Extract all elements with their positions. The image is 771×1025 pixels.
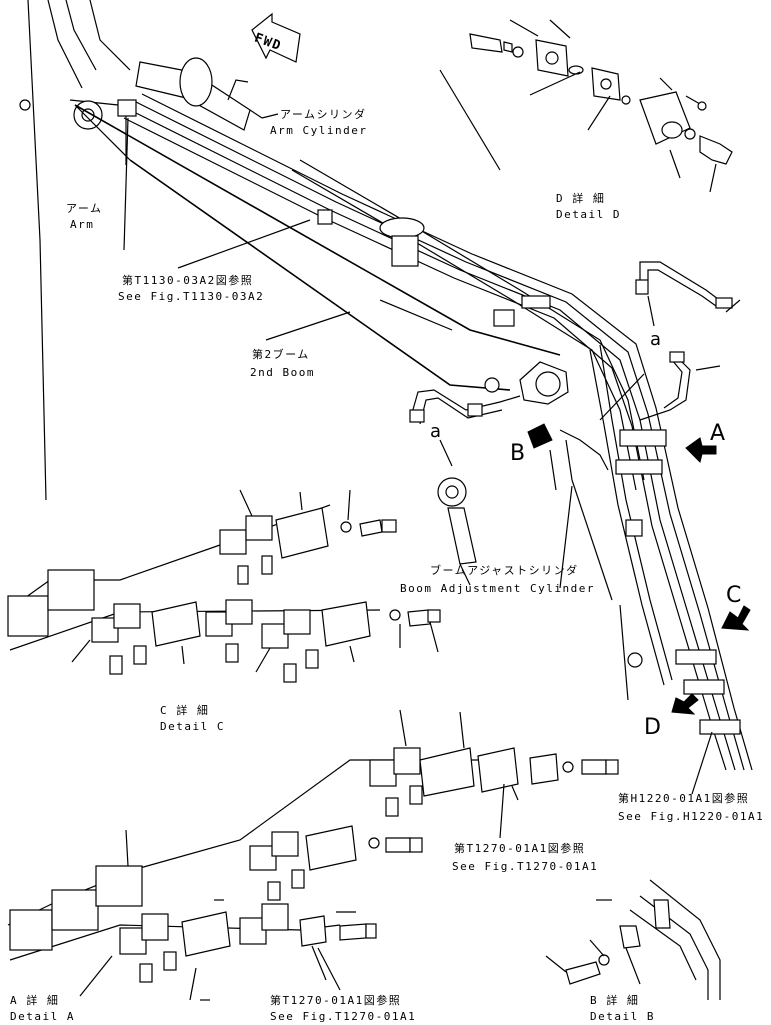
connector-a-upper: [635, 261, 733, 421]
arm-label-jp: アーム: [66, 202, 103, 215]
ref-h1220-label-en: See Fig.H1220-01A1: [618, 810, 765, 823]
detail-d-label-jp: D 詳 細: [556, 192, 606, 205]
ref-t1270b-label-en: See Fig.T1270-01A1: [270, 1010, 417, 1023]
arrow-d-icon: [671, 693, 699, 715]
fwd-arrow-icon: [251, 12, 301, 63]
boom-adjustment-cylinder: [409, 389, 521, 586]
detail-c-label-en: Detail C: [160, 720, 225, 733]
ref-t1270-label-en: See Fig.T1270-01A1: [452, 860, 599, 873]
second-boom-label-jp: 第2ブーム: [252, 348, 310, 361]
boom-adjustment-label-en: Boom Adjustment Cylinder: [400, 582, 595, 595]
view-d-label: D: [644, 715, 661, 740]
arm-outline: [19, 0, 131, 501]
detail-d-label-en: Detail D: [556, 208, 621, 221]
arrow-c-icon: [721, 605, 751, 631]
detail-d-parts: [469, 19, 733, 193]
arrow-b-icon: [527, 423, 553, 449]
view-b-bracket: [549, 429, 629, 701]
ref-t1270-label-jp: 第T1270-01A1図参照: [454, 842, 586, 855]
hose-bundle: [123, 69, 753, 771]
second-boom-label-en: 2nd Boom: [250, 366, 315, 379]
arm-cylinder: [135, 57, 279, 131]
detail-a-label-jp: A 詳 細: [10, 994, 60, 1007]
detail-c-parts: [7, 489, 441, 683]
callout-a-upper: a: [650, 329, 662, 350]
ref-h1220-label-jp: 第H1220-01A1図参照: [618, 792, 750, 805]
arm-label-en: Arm: [70, 218, 95, 231]
view-a-label: A: [710, 421, 726, 446]
view-c-label: C: [726, 583, 742, 608]
hose-clamps: [117, 99, 741, 735]
arrow-a-icon: [685, 437, 717, 463]
ref-t1130-label-en: See Fig.T1130-03A2: [118, 290, 265, 303]
arm-cylinder-label-jp: アームシリンダ: [280, 108, 367, 121]
arm-cylinder-label-en: Arm Cylinder: [270, 124, 368, 137]
ref-t1270b-label-jp: 第T1270-01A1図参照: [270, 994, 402, 1007]
second-boom: [74, 104, 569, 405]
detail-b-parts: [545, 879, 721, 1000]
leader-lines: [123, 117, 741, 991]
ref-t1130-label-jp: 第T1130-03A2図参照: [122, 274, 254, 287]
callout-a-left: a: [430, 421, 442, 442]
detail-c-label-jp: C 詳 細: [160, 704, 210, 717]
boom-adjustment-label-jp: ブームアジャストシリンダ: [430, 564, 579, 577]
detail-a-label-en: Detail A: [10, 1010, 75, 1023]
view-b-label: B: [510, 441, 526, 466]
detail-a-parts: [7, 709, 619, 1001]
detail-b-label-en: Detail B: [590, 1010, 655, 1023]
detail-b-label-jp: B 詳 細: [590, 994, 640, 1007]
